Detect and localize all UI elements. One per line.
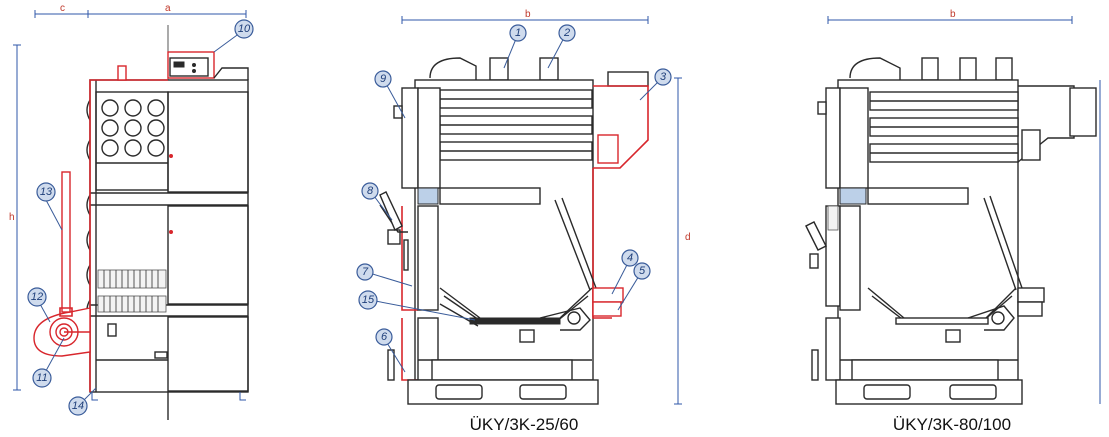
dim-h-label: h [9,212,15,223]
callout-3: 3 [654,68,672,86]
callout-8: 8 [361,182,379,200]
callout-9: 9 [374,70,392,88]
svg-text:12: 12 [31,291,43,303]
svg-text:15: 15 [362,294,375,306]
dim-b-center-label: b [525,9,531,20]
dim-c-label: c [60,3,65,14]
grate-bars [97,269,167,313]
callout-10: 10 [234,19,254,39]
svg-text:4: 4 [627,252,633,264]
callout-5: 5 [633,262,651,280]
fan-pipe [61,171,71,313]
svg-text:5: 5 [639,265,646,277]
callout-11: 11 [32,368,52,388]
callout-6: 6 [375,328,393,346]
svg-text:3: 3 [660,71,667,83]
caption-model-80-100: ÜKY/3K-80/100 [893,415,1011,434]
callout-13: 13 [36,182,56,202]
callout-1: 1 [509,24,527,42]
callout-15: 15 [358,290,378,310]
caption-model-25-60: ÜKY/3K-25/60 [470,415,579,434]
front-view: c a h [9,3,249,420]
flue-tubes [101,99,165,157]
svg-text:9: 9 [380,73,386,85]
callout-12: 12 [27,287,47,307]
svg-text:13: 13 [40,186,53,198]
svg-text:6: 6 [381,331,388,343]
svg-text:2: 2 [563,27,570,39]
svg-text:7: 7 [362,266,369,278]
dim-a-label: a [165,3,171,14]
callout-7: 7 [356,263,374,281]
dim-b-right-label: b [950,9,956,20]
section-view-80-100: b [805,9,1101,405]
svg-text:11: 11 [36,372,47,384]
dim-d-label: d [685,232,691,243]
svg-text:10: 10 [238,23,251,35]
middle-door [417,205,439,311]
section-view-25-60: b d [379,9,691,405]
svg-text:8: 8 [367,185,374,197]
blower-fan [33,171,91,357]
callout-2: 2 [558,24,576,42]
upper-door [401,87,419,189]
heat-exchanger-passes [439,89,593,161]
boiler-casing-front [89,79,249,393]
svg-text:1: 1 [515,27,521,39]
callout-14: 14 [68,396,88,416]
callout-4: 4 [621,249,639,267]
svg-text:14: 14 [72,400,84,412]
shaker-grate [469,317,561,325]
heat-exchanger-passes-right [869,91,1019,163]
